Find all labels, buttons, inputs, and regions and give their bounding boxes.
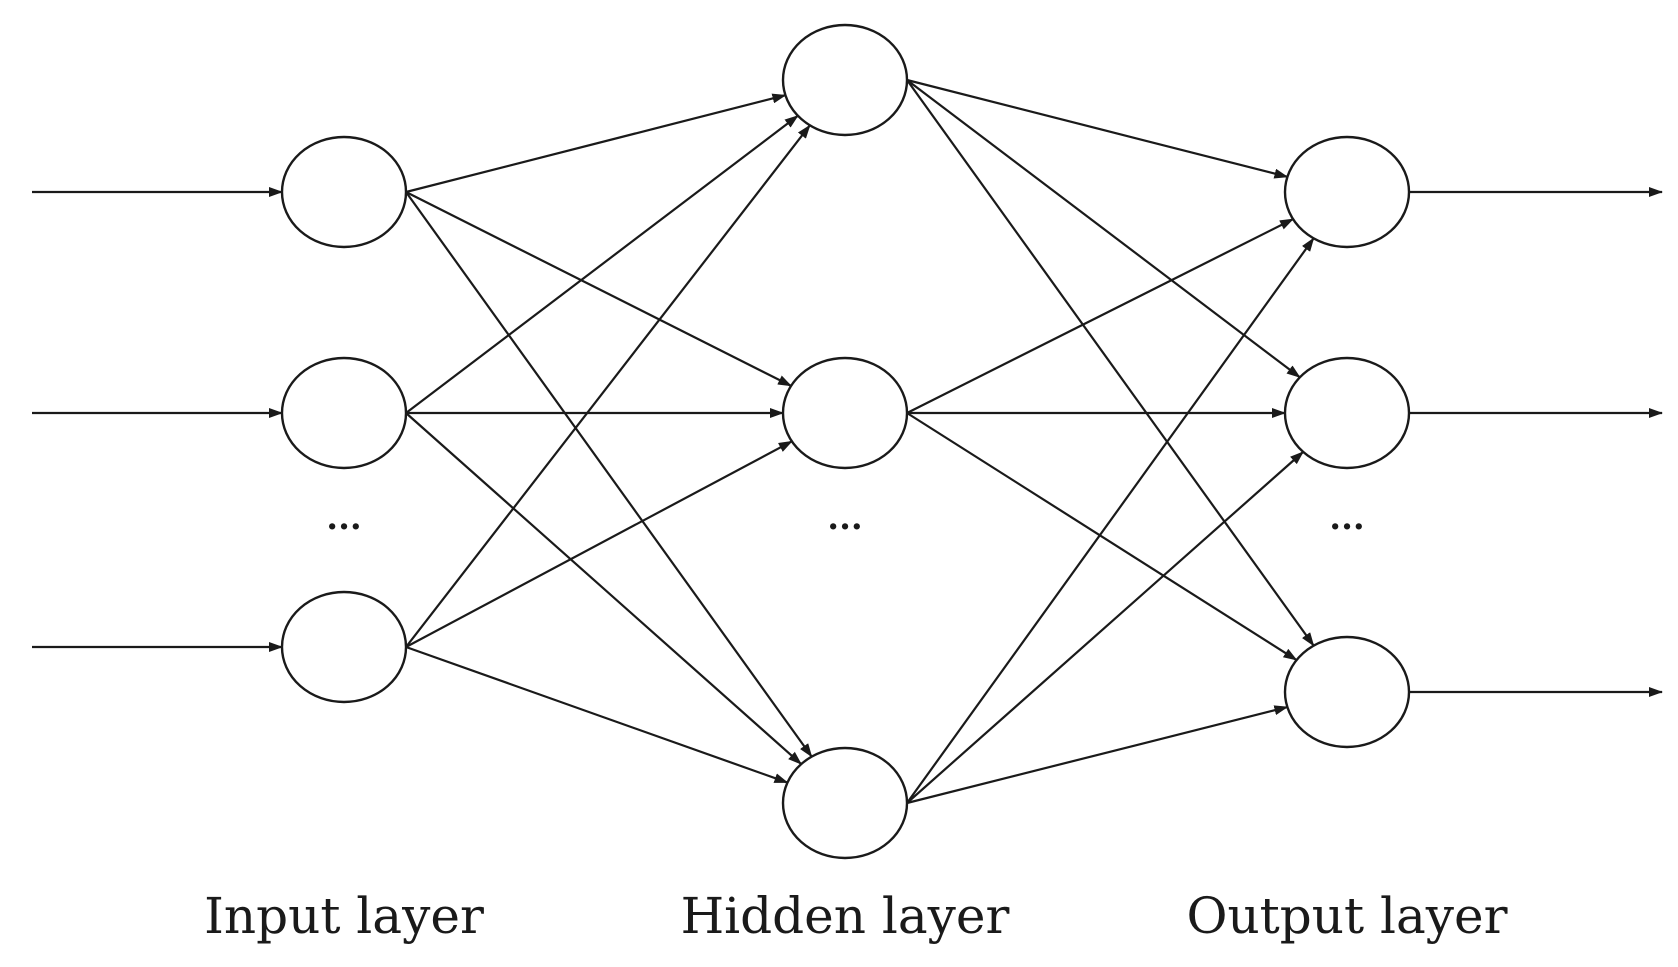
output-layer-label: Output layer: [1186, 887, 1507, 945]
hidden-output-edge-1-1: [906, 78, 1289, 179]
hidden-layer-ellipsis: ···: [827, 507, 863, 547]
hidden-output-edge-3-3: [906, 705, 1289, 805]
input-hidden-edge-3-1: [405, 124, 811, 648]
input-hidden-edge-1-1: [405, 93, 787, 194]
hidden-layer-label: Hidden layer: [681, 887, 1010, 945]
input-hidden-edge-1-2: [405, 191, 792, 387]
connections-group: [405, 78, 1315, 805]
input-hidden-edge-1-3: [405, 191, 813, 758]
input-node-3: [280, 590, 408, 704]
hidden-output-edge-2-3: [906, 412, 1298, 661]
output-node-2: [1283, 356, 1411, 470]
hidden-output-edge-1-3: [906, 79, 1315, 647]
input-layer-ellipsis: ···: [326, 507, 362, 547]
hidden-output-edge-1-2: [906, 79, 1301, 379]
input-node-1: [280, 135, 408, 249]
output-node-3: [1283, 635, 1411, 749]
hidden-node-3: [781, 746, 909, 860]
input-hidden-edge-3-2: [405, 440, 793, 648]
input-hidden-edge-2-3: [405, 412, 802, 765]
hidden-node-1: [781, 23, 909, 137]
output-node-1: [1283, 135, 1411, 249]
hidden-output-edge-3-1: [906, 237, 1315, 804]
output-layer-ellipsis: ···: [1329, 507, 1365, 547]
hidden-node-2: [781, 356, 909, 470]
io-arrows-group: [32, 187, 1663, 697]
input-hidden-edge-3-3: [405, 645, 789, 784]
nodes-group: [280, 23, 1411, 860]
input-hidden-edge-2-1: [405, 114, 799, 414]
input-node-2: [280, 356, 408, 470]
hidden-output-edge-3-2: [906, 451, 1304, 804]
input-layer-label: Input layer: [204, 887, 484, 945]
hidden-output-edge-2-1: [906, 218, 1294, 414]
